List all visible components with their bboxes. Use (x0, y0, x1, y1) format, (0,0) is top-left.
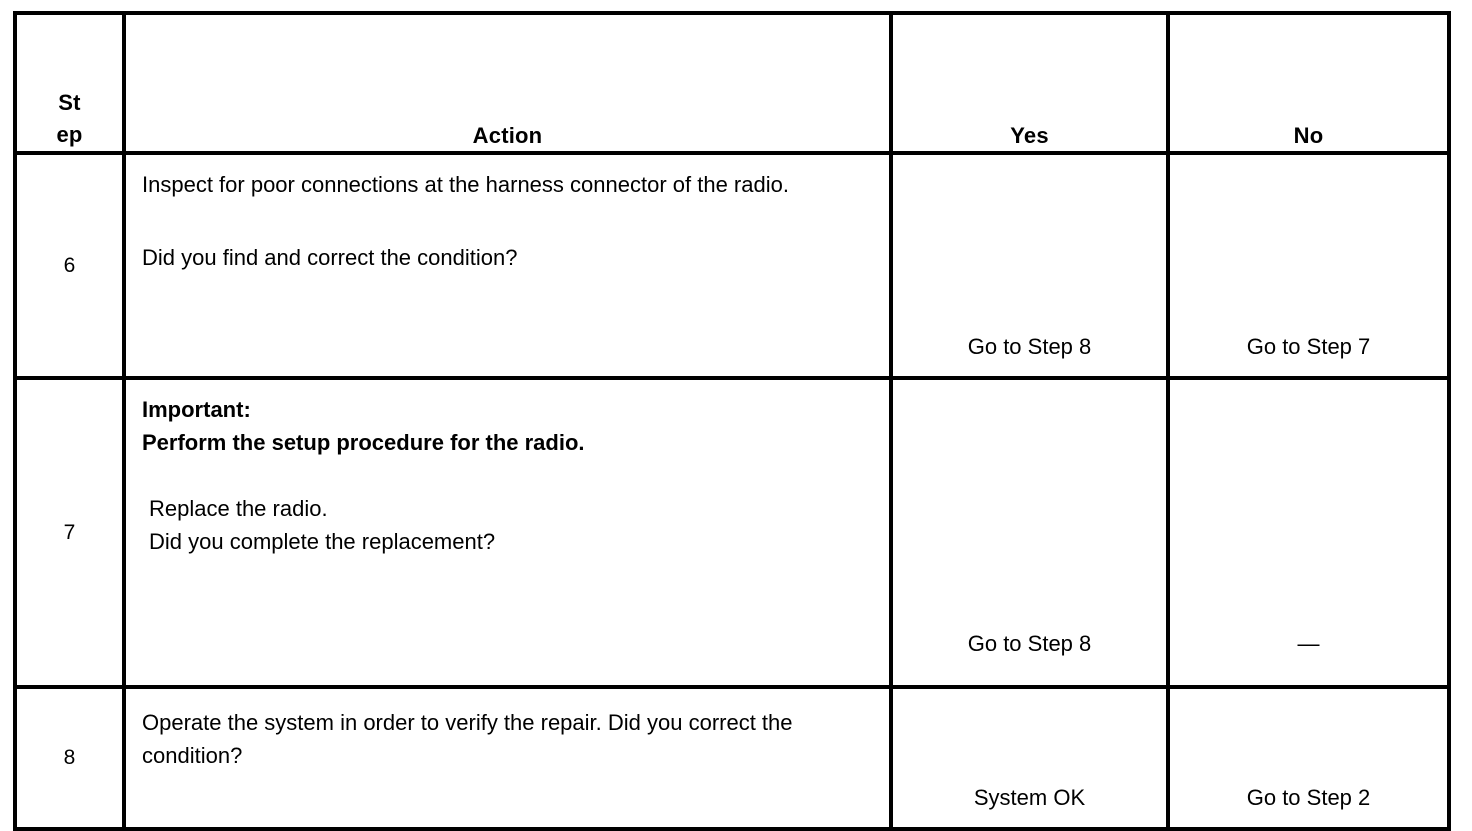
column-header-no-label: No (1293, 122, 1324, 148)
yes-answer-cell: System OK (889, 685, 1170, 831)
column-header-action-label: Action (472, 122, 543, 148)
yes-answer-cell: Go to Step 8 (889, 376, 1170, 689)
column-header-yes: Yes (889, 11, 1170, 155)
no-answer-cell: — (1166, 376, 1451, 689)
column-header-no: No (1166, 11, 1451, 155)
no-answer-text: Go to Step 7 (1246, 334, 1371, 359)
no-answer-cell: Go to Step 2 (1166, 685, 1451, 831)
table-header-row: St ep Action Yes No (13, 11, 1451, 155)
column-header-step-label: St ep (56, 90, 83, 148)
yes-answer-text: Go to Step 8 (967, 334, 1092, 359)
yes-answer-text: Go to Step 8 (967, 631, 1092, 656)
column-header-step: St ep (13, 11, 126, 155)
action-paragraph: Inspect for poor connections at the harn… (142, 172, 789, 197)
action-cell: Important: Perform the setup procedure f… (122, 376, 893, 689)
column-header-yes-label: Yes (1010, 122, 1049, 148)
yes-answer-cell: Go to Step 8 (889, 151, 1170, 380)
diagnostic-procedure-table: St ep Action Yes No 6 Inspect for poor (13, 11, 1451, 831)
important-text: Perform the setup procedure for the radi… (142, 429, 585, 455)
action-question: Did you find and correct the condition? (142, 244, 518, 270)
paragraph-spacer (142, 459, 873, 493)
step-number-cell: 8 (13, 685, 126, 831)
diagnostic-table-page: St ep Action Yes No 6 Inspect for poor (13, 11, 1451, 831)
action-paragraph: Operate the system in order to verify th… (142, 710, 793, 768)
no-answer-text: — (1297, 631, 1320, 656)
table-row: 8 Operate the system in order to verify … (13, 685, 1451, 831)
step-number: 6 (63, 253, 76, 277)
paragraph-spacer (142, 202, 873, 242)
yes-answer-text: System OK (973, 785, 1086, 810)
important-label: Important: (142, 397, 251, 422)
step-number-cell: 7 (13, 376, 126, 689)
table-row: 6 Inspect for poor connections at the ha… (13, 151, 1451, 380)
action-cell: Inspect for poor connections at the harn… (122, 151, 893, 380)
step-number: 7 (63, 520, 76, 544)
column-header-action: Action (122, 11, 893, 155)
no-answer-text: Go to Step 2 (1246, 785, 1371, 810)
step-number-cell: 6 (13, 151, 126, 380)
no-answer-cell: Go to Step 7 (1166, 151, 1451, 380)
table-row: 7 Important: Perform the setup procedure… (13, 376, 1451, 689)
action-question: Did you complete the replacement? (149, 528, 496, 554)
step-number: 8 (63, 746, 76, 769)
action-cell: Operate the system in order to verify th… (122, 685, 893, 831)
action-instruction: Replace the radio. (149, 496, 328, 522)
